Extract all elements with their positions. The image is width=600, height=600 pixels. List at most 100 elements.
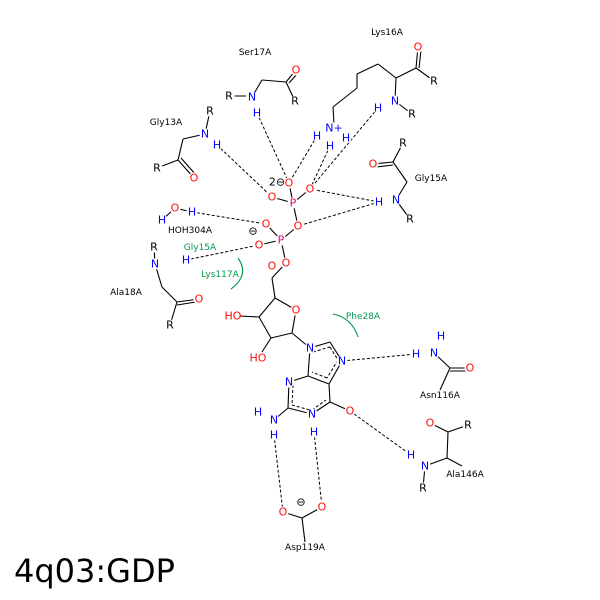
atom-n: N — [285, 376, 293, 389]
label-ala18: Ala18A — [110, 288, 143, 298]
atom-background — [193, 293, 205, 305]
atom-h: H — [342, 132, 350, 145]
covalent-bond — [375, 164, 394, 168]
atom-n: N — [248, 91, 256, 104]
hydrogen-bond — [341, 353, 417, 362]
label-lys117: Lys117A — [201, 270, 239, 280]
atom-background — [169, 202, 181, 214]
atom-background — [186, 206, 198, 218]
aromatic-bond — [291, 404, 311, 411]
hydrophobic-contacts — [230, 257, 359, 338]
atom-h: H — [158, 214, 166, 227]
atom-n: N — [338, 355, 346, 368]
covalent-bond — [377, 63, 397, 79]
atom-background — [260, 218, 272, 230]
covalent-bond — [270, 332, 293, 339]
atom-o: O — [195, 293, 204, 306]
atom-background — [424, 417, 436, 429]
atom-n: N — [430, 347, 438, 360]
atom-n: N — [391, 95, 399, 108]
atom-charge: ⊖ — [296, 496, 305, 509]
atom-o: O — [346, 405, 355, 418]
hydrogen-bonds — [185, 107, 417, 513]
covalent-bond — [307, 375, 330, 385]
covalent-bond — [176, 301, 197, 306]
atom-background — [268, 414, 280, 426]
atom-background — [397, 137, 409, 149]
atom-o: O — [292, 304, 301, 317]
atom-n: N — [270, 414, 278, 427]
atom-background — [367, 158, 379, 170]
atom-r: R — [166, 319, 174, 332]
atom-background — [306, 408, 318, 420]
atom-background — [406, 108, 418, 120]
hydrogen-bond — [349, 410, 412, 456]
hydrogen-bond — [309, 188, 380, 203]
atom-background — [211, 139, 223, 151]
label-asp119: Asp119A — [285, 543, 326, 553]
hydrophobic-arc-lys117 — [230, 257, 244, 290]
atom-o: O — [466, 362, 475, 375]
atom-n: N — [201, 128, 209, 141]
atom-o: O — [255, 239, 264, 252]
atom-o: O — [292, 64, 301, 77]
covalent-bond — [439, 367, 451, 391]
diagram-title: 4q03:GDP — [14, 552, 175, 590]
hydrogen-bond — [309, 107, 379, 190]
atom-background — [290, 304, 302, 316]
atom-o: O — [268, 191, 277, 204]
atom-o: O — [190, 172, 199, 185]
atom-background — [464, 362, 476, 374]
atom-n: N — [392, 194, 400, 207]
atom-h: H — [375, 196, 383, 209]
atom-background — [149, 258, 161, 270]
atom-h: H — [310, 426, 318, 439]
atom-h: H — [437, 330, 445, 343]
hydrogen-bond — [313, 431, 323, 508]
atom-background — [336, 355, 348, 367]
atom-background — [435, 330, 447, 342]
label-gly13: Gly13A — [150, 118, 183, 128]
atom-background — [324, 140, 336, 152]
label-lys16: Lys16A — [371, 28, 404, 38]
atom-background — [251, 107, 263, 119]
atom-o: O — [268, 260, 277, 273]
atom-o: O — [285, 177, 294, 190]
atom-background — [316, 501, 328, 513]
hydrogen-bond — [309, 145, 331, 190]
atom-background — [412, 41, 424, 53]
label-ala146: Ala146A — [446, 470, 484, 480]
atom-o: O — [318, 501, 327, 514]
aromatic-bond — [291, 384, 294, 406]
label-hoh304: HOH304A — [168, 226, 213, 236]
atom-background — [304, 183, 316, 195]
atom-o: O — [426, 417, 435, 430]
aromatic-bond — [312, 346, 331, 353]
covalent-bond — [395, 67, 417, 79]
atom-background — [304, 342, 316, 354]
atom-background — [340, 132, 352, 144]
atom-o: O — [414, 41, 423, 54]
atom-background — [462, 419, 474, 431]
covalent-bond — [446, 457, 463, 467]
atom-p: P — [278, 234, 285, 247]
hydrophobic-arc-phe28 — [332, 313, 359, 338]
covalent-bond — [180, 157, 197, 176]
atom-background — [405, 449, 417, 461]
atom-background — [227, 310, 239, 322]
covalent-bond — [239, 315, 260, 318]
atom-background — [290, 64, 302, 76]
atom-oh: HO — [225, 310, 242, 323]
atom-background — [283, 177, 295, 189]
atom-background — [428, 75, 440, 87]
atom-n: N — [308, 408, 316, 421]
atom-r: R — [291, 95, 299, 108]
hydrogen-bond — [185, 244, 260, 261]
atom-o: O — [306, 183, 315, 196]
atom-o: O — [282, 257, 291, 270]
atom-background — [266, 260, 278, 272]
atom-o: O — [279, 506, 288, 519]
covalent-bond — [161, 286, 178, 303]
